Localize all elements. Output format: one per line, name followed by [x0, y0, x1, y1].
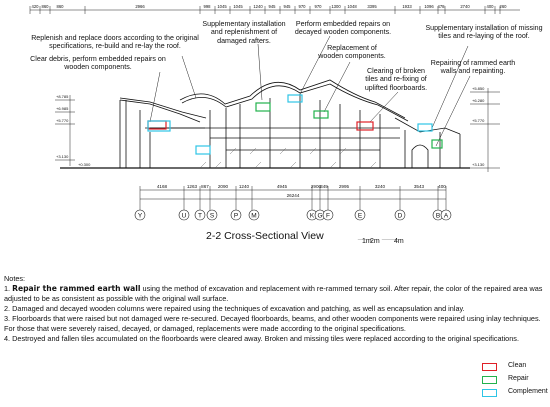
legend-swatch-repair: [482, 376, 497, 384]
svg-text:3395: 3395: [367, 4, 377, 9]
svg-text:970: 970: [315, 4, 323, 9]
dim-text: 1240: [239, 184, 250, 189]
legend-label: Repair: [508, 375, 529, 382]
legend-item-repair: Repair: [478, 374, 548, 387]
axis-label: F: [326, 213, 330, 220]
view-title: 2-2 Cross-Sectional View: [206, 230, 324, 242]
dim-text: 400: [438, 184, 446, 189]
repair-mark: [313, 110, 329, 119]
note-1-lead: Repair the rammed earth wall: [12, 284, 141, 293]
svg-text:+5.770: +5.770: [472, 118, 485, 123]
axis-label: Y: [138, 213, 143, 220]
notes-heading: Notes:: [4, 274, 26, 283]
complement-mark: [417, 123, 433, 132]
dim-text: 2995: [339, 184, 350, 189]
axis-label: S: [210, 213, 215, 220]
svg-text:970: 970: [299, 4, 307, 9]
axis-label: K: [310, 213, 315, 220]
svg-text:+5.770: +5.770: [56, 118, 69, 123]
complement-mark: [195, 145, 211, 155]
annotation-missing-tiles: Supplementary installation of missing ti…: [425, 24, 543, 41]
legend: Clean Repair Complement: [478, 361, 548, 400]
repair-mark: [255, 102, 271, 112]
svg-text:+6.985: +6.985: [56, 106, 69, 111]
svg-text:860: 860: [57, 4, 65, 9]
note-1: 1. Repair the rammed earth wall using th…: [4, 284, 543, 303]
svg-text:2740: 2740: [460, 4, 470, 9]
dim-text: 4168: [157, 184, 168, 189]
axis-label: A: [444, 213, 449, 220]
scale-label-1m: 1m: [362, 238, 372, 245]
total-dim-text: 26244: [287, 193, 300, 198]
svg-text:+3.130: +3.130: [56, 154, 69, 159]
svg-text:+6.280: +6.280: [472, 98, 485, 103]
axis-label: U: [182, 213, 187, 220]
annotation-broken-tiles: Clearing of broken tiles and re-fixing o…: [364, 67, 428, 92]
dim-text: 2900: [311, 184, 322, 189]
svg-text:1048: 1048: [347, 4, 357, 9]
legend-swatch-clean: [482, 363, 497, 371]
axis-label: M: [251, 213, 256, 220]
notes-section: Notes: 1. Repair the rammed earth wall u…: [4, 274, 548, 344]
axis-label: P: [234, 213, 238, 220]
axis-label: G: [317, 213, 322, 220]
dim-text: 1263: [187, 184, 198, 189]
dim-text: 867: [201, 184, 209, 189]
svg-text:478: 478: [438, 4, 446, 9]
dim-text: 3543: [414, 184, 425, 189]
svg-text:+8.785: +8.785: [56, 94, 69, 99]
svg-text:1096: 1096: [424, 4, 434, 9]
annotation-rafters: Supplementary installation and replenish…: [202, 20, 286, 45]
axis-label: T: [198, 213, 202, 220]
annotation-embedded-repairs: Perform embedded repairs on decayed wood…: [294, 20, 392, 37]
svg-text:+0.300: +0.300: [78, 162, 91, 167]
note-4: 4. Destroyed and fallen tiles accumulate…: [4, 334, 519, 343]
svg-text:1045: 1045: [233, 4, 243, 9]
note-2: 2. Damaged and decayed wooden columns we…: [4, 304, 465, 313]
svg-text:860: 860: [42, 4, 50, 9]
svg-text:1300: 1300: [331, 4, 341, 9]
annotation-replacement: Replacement of wooden components.: [318, 44, 386, 61]
complement-mark: [147, 120, 171, 132]
svg-text:1240: 1240: [253, 4, 263, 9]
svg-text:945: 945: [269, 4, 277, 9]
annotation-clear-debris: Clear debris, perform embedded repairs o…: [30, 55, 166, 72]
axis-label: E: [358, 213, 363, 220]
scale-label-4m: 4m: [394, 238, 404, 245]
annotation-rammed-earth: Repairing of rammed earth walls and repa…: [430, 59, 516, 76]
svg-text:2966: 2966: [135, 4, 145, 9]
legend-item-complement: Complement: [478, 387, 548, 400]
legend-label: Complement: [508, 388, 548, 395]
dim-text: 2090: [218, 184, 229, 189]
svg-text:1045: 1045: [217, 4, 227, 9]
svg-text:260: 260: [500, 4, 508, 9]
dim-text: 3240: [375, 184, 386, 189]
svg-text:+5.850: +5.850: [472, 86, 485, 91]
scale-label-2m: 2m: [370, 238, 380, 245]
repair-mark: [431, 139, 443, 149]
svg-text:945: 945: [284, 4, 292, 9]
svg-text:420: 420: [32, 4, 40, 9]
axis-label: D: [398, 213, 403, 220]
annotation-replace-doors: Replenish and replace doors according to…: [31, 34, 199, 51]
dim-text: 4945: [277, 184, 288, 189]
legend-label: Clean: [508, 362, 527, 369]
svg-text:+3.130: +3.130: [472, 162, 485, 167]
axis-label: B: [436, 213, 440, 220]
clean-mark: [356, 121, 374, 131]
note-3: 3. Floorboards that were raised but not …: [4, 314, 541, 333]
complement-mark: [287, 94, 303, 103]
legend-item-clean: Clean: [478, 361, 548, 374]
svg-text:998: 998: [204, 4, 212, 9]
svg-text:400: 400: [487, 4, 495, 9]
dim-text: 349: [320, 184, 328, 189]
cross-section-drawing: Y U T S P M K G F E D B A 4168 1263 867 …: [29, 4, 520, 240]
legend-swatch-complement: [482, 389, 497, 397]
svg-text:1933: 1933: [402, 4, 412, 9]
